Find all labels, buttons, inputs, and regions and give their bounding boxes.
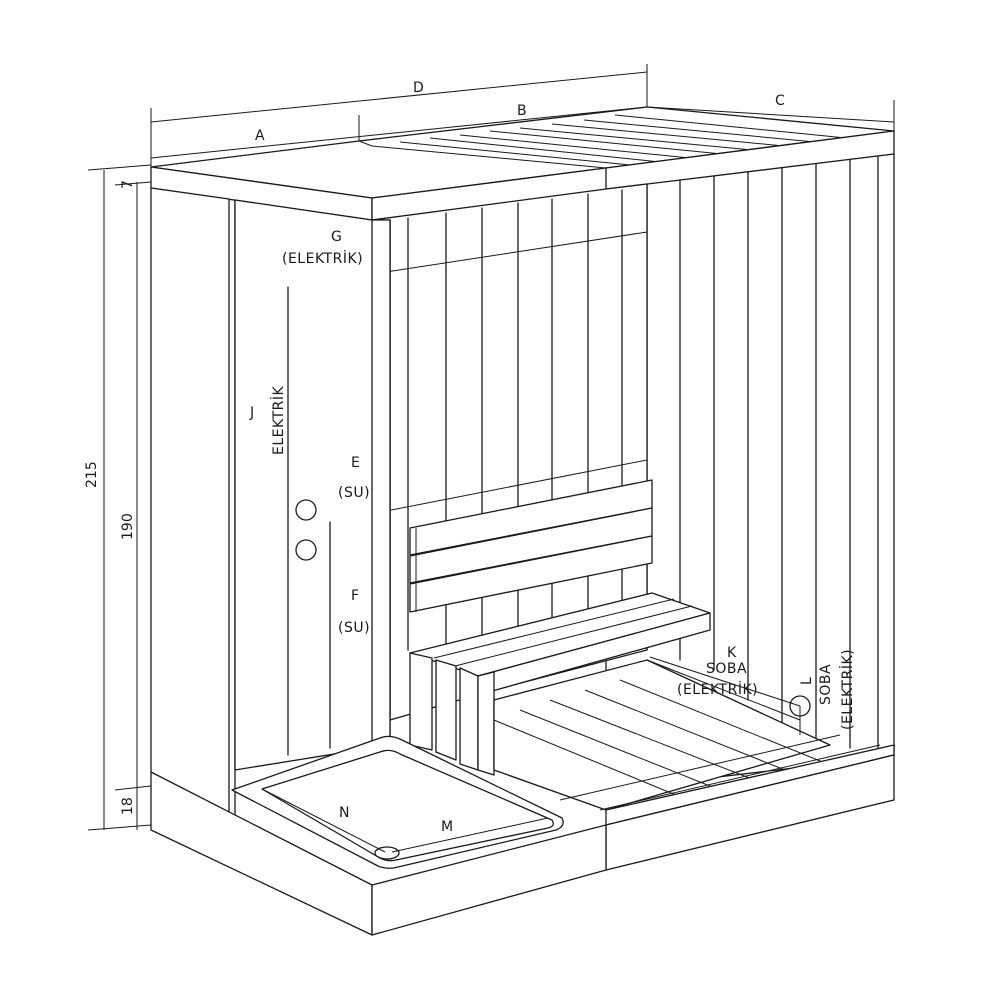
top-dimension-lines [150,64,895,170]
label-e-text: (SU) [338,485,370,501]
water-outlet-lower-icon [295,539,317,561]
label-f-letter: F [351,588,360,604]
sauna-floor [493,659,881,811]
label-k-letter: K [727,645,737,661]
label-l-line1: SOBA [818,664,834,705]
side-dimension-lines [87,164,152,831]
dim-label-a: A [255,128,265,144]
dim-label-d: D [413,80,424,96]
dim-wall-height: 190 [120,513,136,540]
shower-tray [231,735,564,869]
label-g-letter: G [331,229,342,245]
label-j-letter: J [249,405,255,421]
label-k-line2: (ELEKTRİK) [677,680,758,698]
dim-base-height: 18 [120,797,136,815]
label-j-text: ELEKTRİK [269,386,287,455]
connection-points [295,499,811,735]
water-outlet-upper-icon [295,499,317,521]
dim-label-b: B [517,103,527,119]
dim-total-height: 215 [84,461,100,488]
label-g-text: (ELEKTRİK) [282,249,363,267]
base-platform [150,744,895,936]
dim-label-c: C [775,93,785,109]
sauna-bench [409,479,711,776]
label-n: N [339,805,350,821]
label-f-text: (SU) [338,620,370,636]
labels: A B C D 215 190 7 18 G (ELEKTRİK) J ELEK… [84,80,856,835]
roof [150,106,895,221]
label-k-line1: SOBA [706,661,747,677]
label-e-letter: E [351,455,360,471]
label-l-letter: L [799,677,815,685]
label-m: M [441,819,454,835]
shower-drain-icon [374,846,400,860]
label-l-line2: (ELEKTRİK) [838,649,856,730]
left-wall [150,187,391,819]
dim-roof-thickness: 7 [120,180,136,189]
